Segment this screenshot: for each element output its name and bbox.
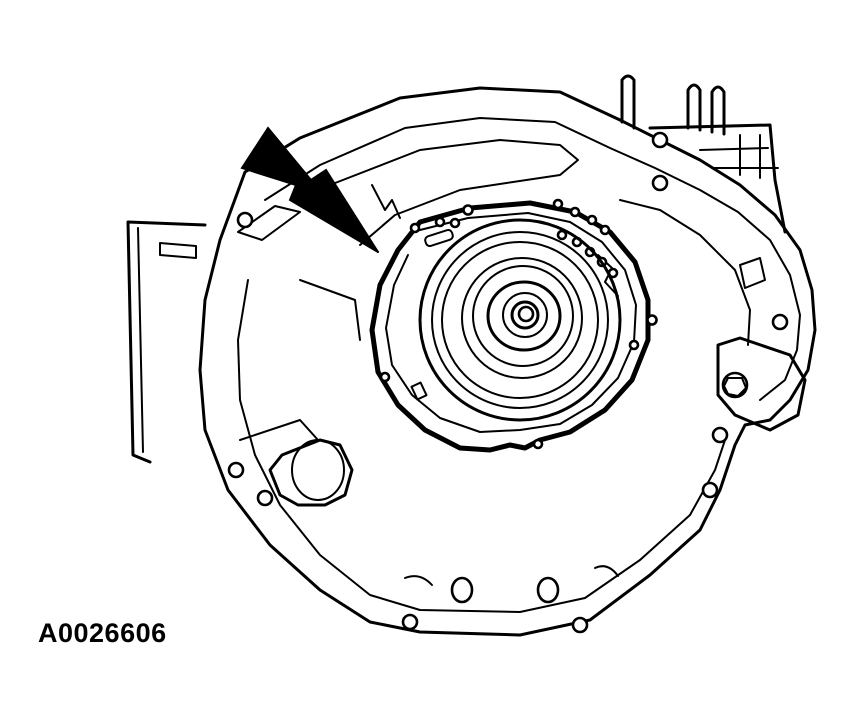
right-mount-bracket	[716, 336, 807, 432]
pump-assembly	[410, 218, 622, 422]
bell-housing-outline	[198, 86, 817, 637]
gasket	[369, 200, 651, 453]
housing-bolt-holes	[227, 131, 789, 634]
figure-id-label: A0026606	[38, 618, 167, 648]
rear-mounting-plate	[126, 220, 207, 464]
upper-bracket-pipes	[620, 74, 787, 289]
gasket-holes	[379, 198, 658, 450]
callout-arrow	[240, 126, 379, 253]
lower-left-boss	[239, 419, 354, 507]
